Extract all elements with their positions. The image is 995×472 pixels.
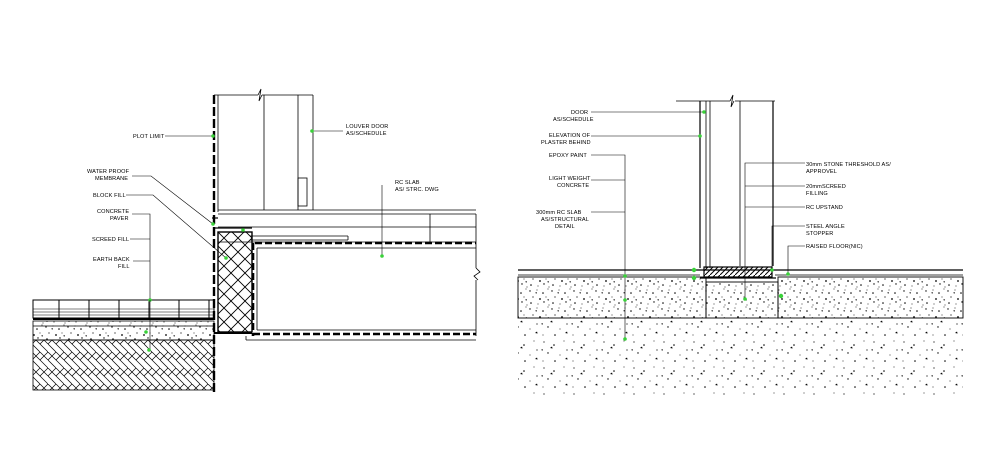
label-earth-back: EARTH BACK [93, 257, 130, 263]
left-leaders [126, 129, 384, 352]
label-screed-fill: SCREED FILL [92, 237, 129, 243]
label-as-structural: AS/STRUCTURAL [541, 217, 589, 223]
stone-threshold [703, 266, 773, 278]
label-door: DOOR [571, 110, 588, 116]
label-membrane: MEMBRANE [95, 176, 128, 182]
label-rc-slab-dwg: AS/ STRC. DWG [395, 187, 439, 193]
label-paver: PAVER [110, 216, 129, 222]
block-fill [217, 231, 253, 333]
label-screed-20mm: 20mmSCREED [806, 184, 846, 190]
lightweight-concrete-layer [517, 276, 707, 319]
label-stone-threshold: 30mm STONE THRESHOLD AS/ [806, 162, 891, 168]
label-water-proof: WATER PROOF [87, 169, 130, 175]
label-louver-door-schedule: AS/SCHEDULE [346, 131, 387, 137]
label-approvel: APPROVEL [806, 169, 837, 175]
label-elevation: ELEVATION OF [549, 133, 591, 139]
label-steel-angle: STEEL ANGLE [806, 224, 845, 230]
label-concrete-lw: CONCRETE [557, 183, 589, 189]
label-epoxy-paint: EPOXY PAINT [549, 153, 587, 159]
label-door-schedule: AS/SCHEDULE [553, 117, 594, 123]
label-concrete: CONCRETE [97, 209, 129, 215]
concrete-pavers-layer [32, 299, 215, 319]
screed-fill-layer [32, 320, 215, 341]
right-section-detail: DOOR AS/SCHEDULE ELEVATION OF PLASTER BE… [517, 94, 964, 395]
raised-floor-layer [777, 276, 964, 319]
left-section-detail: PLOT LIMIT LOUVER DOOR AS/SCHEDULE RC SL… [32, 88, 481, 392]
label-light-weight: LIGHT WEIGHT [549, 176, 591, 182]
label-filling: FILLING [806, 191, 828, 197]
label-detail: DETAIL [555, 224, 575, 230]
label-rc-slab: RC SLAB [395, 180, 420, 186]
label-block-fill: BLOCK FILL [93, 193, 126, 199]
label-stopper: STOPPER [806, 231, 833, 237]
label-rc-slab-300: 300mm RC SLAB [536, 210, 582, 216]
right-leaders [591, 110, 805, 341]
label-raised-floor: RAISED FLOOR(NIC) [806, 244, 863, 250]
label-louver-door: LOUVER DOOR [346, 124, 388, 130]
rc-upstand-base [705, 281, 779, 319]
label-fill: FILL [118, 264, 130, 270]
earth-back-fill [32, 339, 215, 391]
label-rc-upstand: RC UPSTAND [806, 205, 843, 211]
rc-slab-300 [518, 320, 963, 395]
label-plaster-behind: PLASTER BEHIND [541, 140, 591, 146]
label-plot-limit: PLOT LIMIT [133, 134, 165, 140]
